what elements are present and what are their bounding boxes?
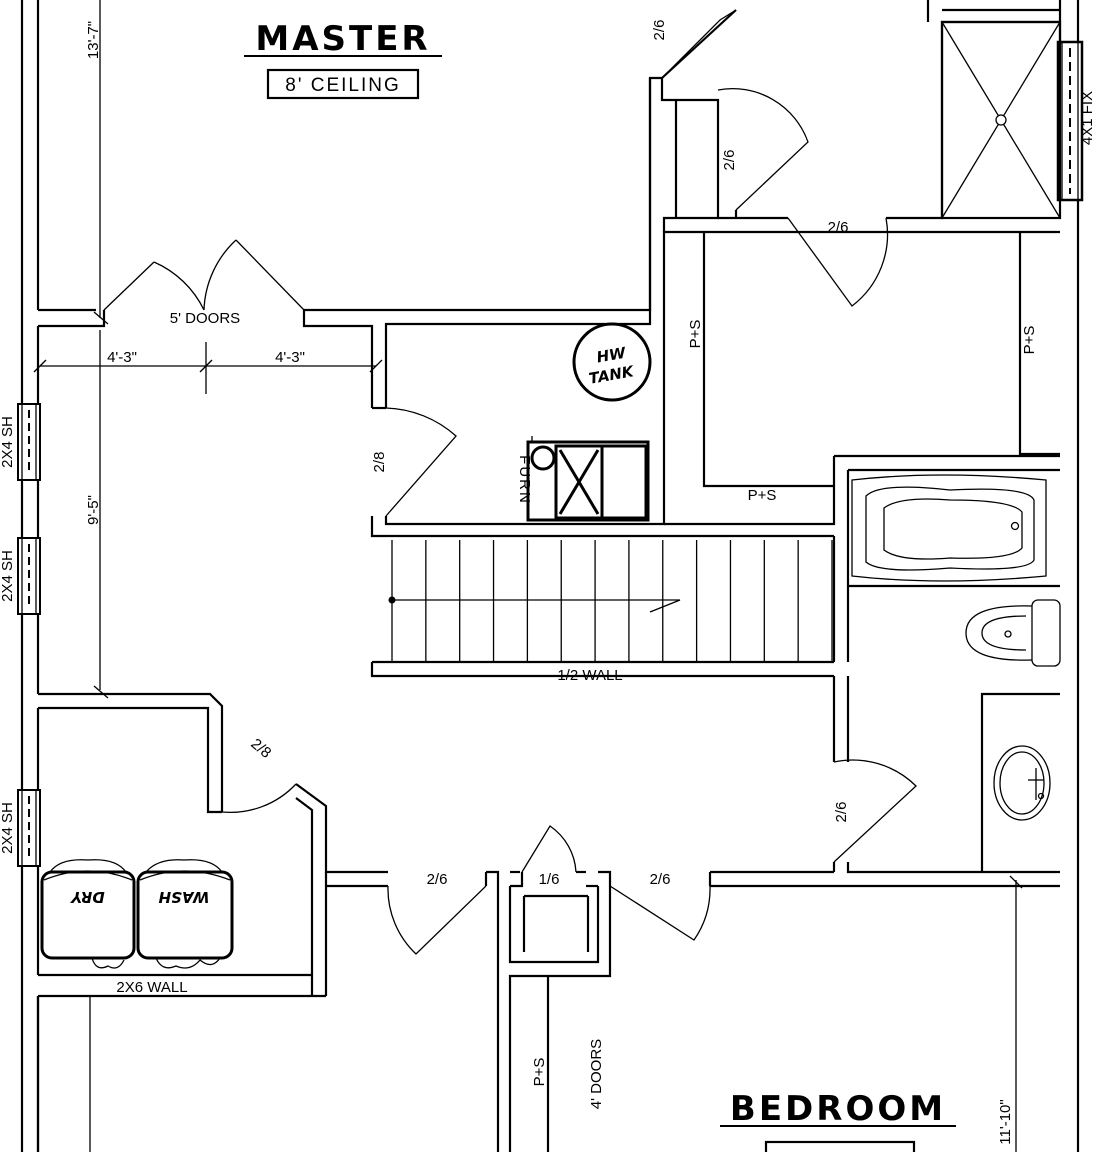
- stairs: [388, 540, 833, 662]
- washer-label: WASH: [158, 888, 209, 906]
- ps-top-right: P+S: [1021, 326, 1038, 355]
- dryer: [40, 859, 136, 969]
- top-closet-door-label: 2/6: [651, 20, 668, 41]
- washer: [136, 859, 234, 969]
- shower: [940, 20, 1062, 220]
- dim-left: 9'-5": [85, 495, 102, 525]
- laundry-door-label: 2/8: [247, 735, 274, 761]
- window-3-label: 2X4 SH: [0, 802, 16, 854]
- ps-top-left: P+S: [687, 320, 704, 349]
- wall-2x6-label: 2X6 WALL: [116, 979, 187, 996]
- hw-tank-label-1: HW: [595, 343, 628, 366]
- mech-door-label: 2/8: [371, 452, 388, 473]
- stair-direction-arrow: [392, 599, 681, 613]
- master-title: MASTER: [255, 19, 430, 59]
- furnace: [526, 436, 650, 522]
- window-1-label: 2X4 SH: [0, 416, 16, 468]
- bottom-left-door-label: 2/6: [427, 871, 448, 888]
- bedroom-ceiling-box: [764, 1140, 916, 1152]
- bedroom-closet-door-label: 4' DOORS: [588, 1039, 605, 1109]
- master-ceiling-box: [266, 68, 420, 100]
- window-fix-label: 4X1 FIX: [1079, 91, 1096, 145]
- master-door-label: 5' DOORS: [170, 310, 240, 327]
- toilet: [965, 599, 1061, 667]
- hw-tank: [572, 322, 652, 402]
- vanity-sink: [993, 745, 1051, 821]
- dim-bedroom: 11'-10": [997, 1099, 1014, 1144]
- dim-span-right: 4'-3": [275, 349, 305, 366]
- door-swings: [103, 9, 917, 955]
- ps-bottom: P+S: [748, 487, 777, 504]
- closet-door-label: 2/6: [721, 150, 738, 171]
- right-bath-door-label: 2/6: [833, 802, 850, 823]
- furnace-label: FURN: [516, 455, 533, 505]
- lower-walls: [36, 584, 1060, 1152]
- window-3: [17, 789, 41, 867]
- window-2-label: 2X4 SH: [0, 550, 16, 602]
- bottom-center-door-label: 1/6: [539, 871, 560, 888]
- windows: [17, 40, 1084, 867]
- master-walls: [38, 0, 1060, 662]
- stair-start-dot: [388, 596, 396, 604]
- window-2: [17, 537, 41, 615]
- bottom-right-door-label: 2/6: [650, 871, 671, 888]
- bathtub: [851, 474, 1047, 582]
- window-1: [17, 403, 41, 481]
- dimension-lines: [33, 0, 1023, 1152]
- dryer-label: DRY: [69, 888, 105, 906]
- dim-span-left: 4'-3": [107, 349, 137, 366]
- window-fix: [1056, 40, 1084, 202]
- dim-top-left: 13'-7": [85, 21, 102, 59]
- master-ceiling: 8' CEILING: [285, 75, 401, 96]
- half-wall-label: 1/2 WALL: [557, 667, 622, 684]
- bedroom-title: BEDROOM: [730, 1089, 946, 1129]
- ps-bedroom: P+S: [531, 1058, 548, 1087]
- fixtures: [40, 20, 1062, 969]
- bath-entry-door-label: 2/6: [828, 219, 849, 236]
- hw-tank-label-2: TANK: [587, 362, 636, 388]
